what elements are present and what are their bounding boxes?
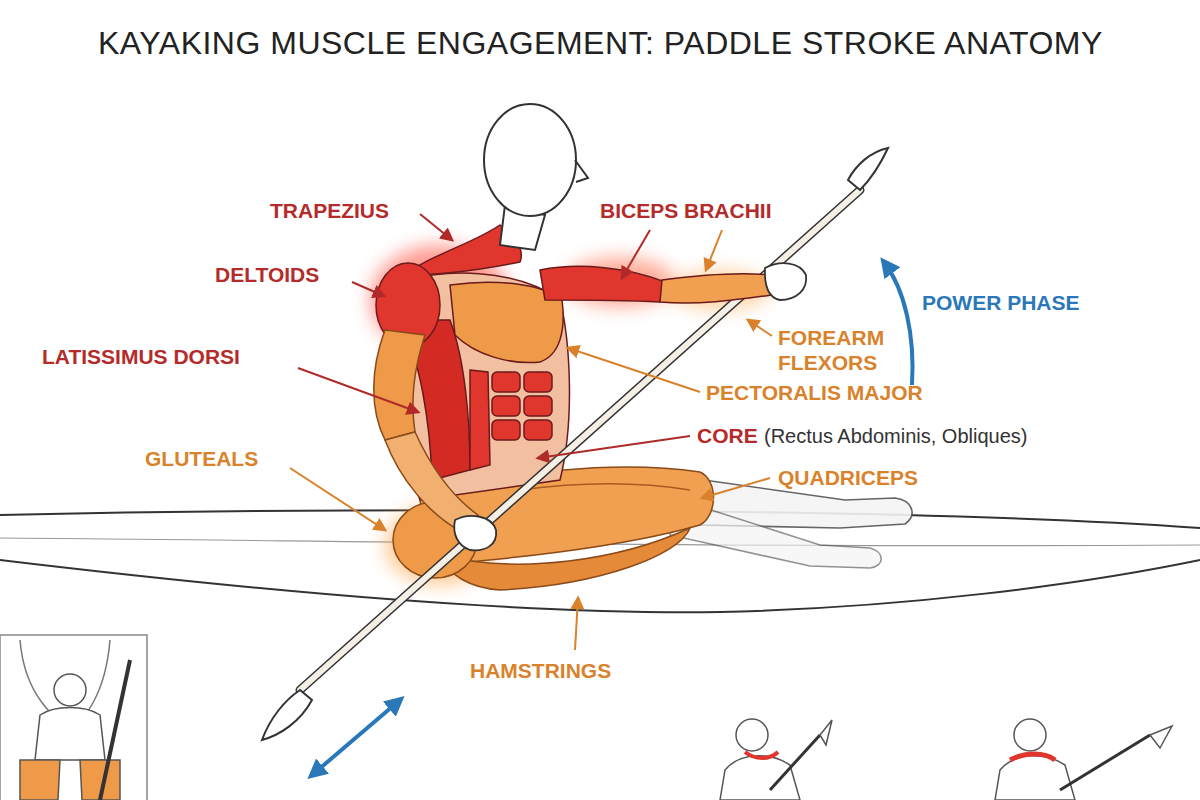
muscle-label: QUADRICEPS [778,465,918,490]
head [484,104,588,250]
muscle-label: PECTORALIS MAJOR [706,380,923,405]
phase-label: POWER PHASE [922,290,1080,315]
muscle-label: LATISSIMUS DORSI [42,344,240,369]
muscle-label: CORE [697,423,758,448]
leader-lines [290,214,772,650]
diagram-title: KAYAKING MUSCLE ENGAGEMENT: PADDLE STROK… [98,24,1103,62]
muscle-label: FOREARM FLEXORS [778,325,906,375]
muscle-label: BICEPS BRACHII [600,198,772,223]
small-figures [720,719,1172,800]
motion-arrows [318,262,913,770]
muscle-label: HAMSTRINGS [470,658,611,683]
left-arm [374,330,478,532]
muscle-label: GLUTEALS [145,446,258,471]
muscle-note: (Rectus Abdominis, Obliques) [764,424,1027,448]
muscle-label: DELTOIDS [215,262,319,287]
muscle-label: TRAPEZIUS [270,198,389,223]
inset-thumbnail [0,635,147,800]
hands [454,263,806,550]
right-arm [540,266,772,302]
